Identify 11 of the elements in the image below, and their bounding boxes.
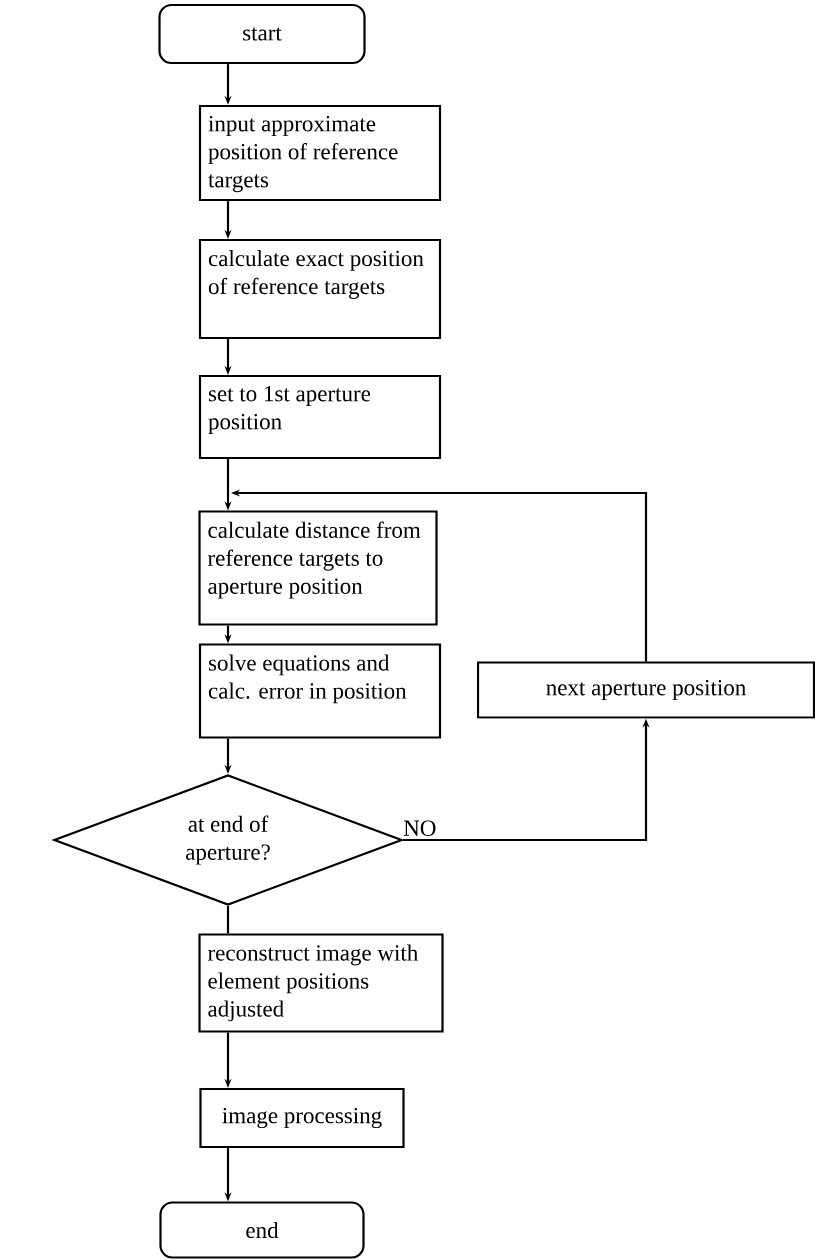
terminal-box: start (158, 3, 366, 65)
process-box: calculate distance from reference targets to aperture position (198, 510, 438, 626)
edge-label: NO (403, 820, 436, 836)
process-box: reconstruct image with element positions adjusted (198, 933, 444, 1033)
process-box: next aperture position (476, 661, 815, 719)
process-box: set to 1st aperture position (198, 374, 442, 460)
process-box: solve equations and calc. error in position (198, 643, 442, 739)
process-box: input approximate position of reference targets (198, 104, 442, 202)
process-box: image processing (199, 1087, 405, 1149)
terminal-box: end (159, 1201, 365, 1259)
process-box: calculate exact position of reference targets (198, 238, 442, 340)
